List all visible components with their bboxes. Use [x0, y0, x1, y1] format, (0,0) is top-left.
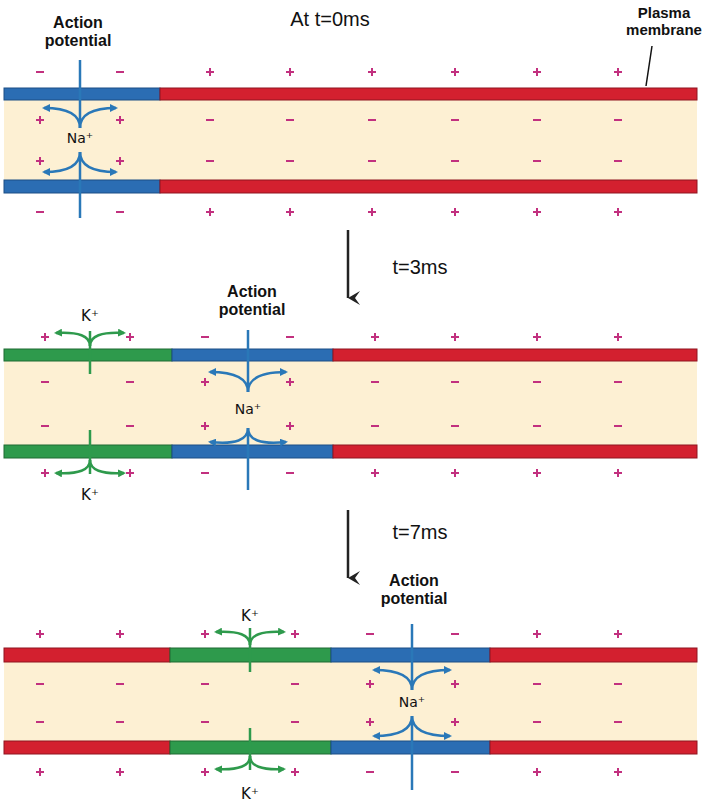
- axon-panel-3: [4, 624, 697, 790]
- charge-signs: [36, 68, 622, 776]
- membrane-label: Plasma membrane: [623, 5, 705, 38]
- action-potential-label: Action potential: [371, 572, 457, 607]
- ion-label: Na⁺: [233, 402, 263, 417]
- action-potential-label: Action potential: [209, 283, 295, 318]
- time-label: t=7ms: [392, 521, 447, 543]
- ion-label: K⁺: [81, 308, 99, 325]
- action-potential-label: Action potential: [35, 14, 121, 49]
- axon-panel-2: [4, 330, 697, 490]
- ion-label: K⁺: [241, 608, 259, 625]
- axon-panel-1: [4, 46, 697, 218]
- ion-label: Na⁺: [65, 131, 95, 146]
- time-label: t=3ms: [392, 256, 447, 278]
- time-label: At t=0ms: [290, 8, 369, 30]
- ion-label: K⁺: [241, 786, 259, 803]
- ion-label: Na⁺: [397, 695, 427, 710]
- ion-label: K⁺: [81, 487, 99, 504]
